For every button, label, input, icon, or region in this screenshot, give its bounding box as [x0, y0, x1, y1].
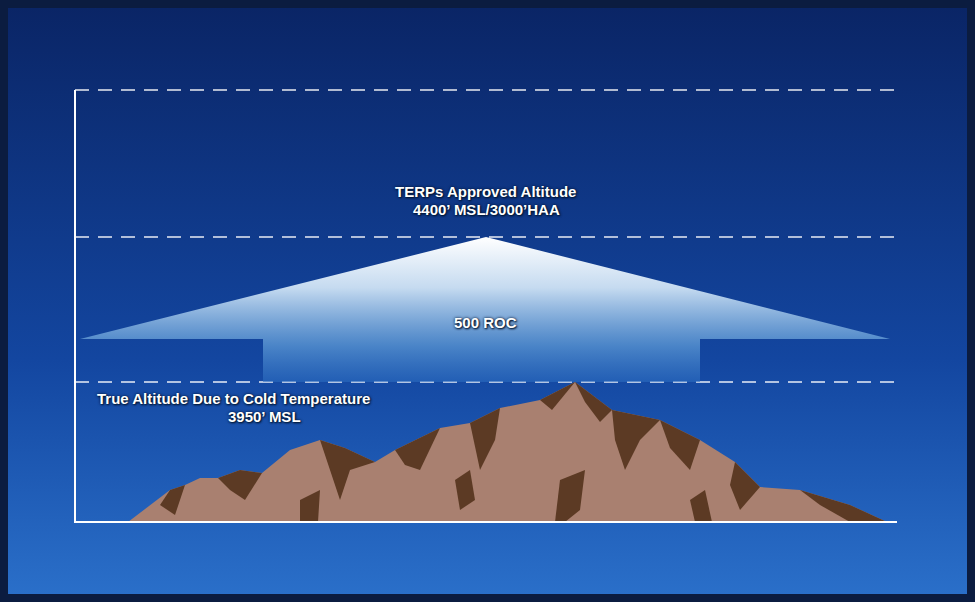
altitude-value: 4400’ MSL/3000’HAA: [413, 201, 560, 219]
altitude-label: True Altitude Due to Cold Temperature: [97, 390, 370, 408]
clearance-label: 500 ROC: [454, 314, 517, 332]
roc-arrow-shape: [80, 237, 890, 382]
roc-arrow-band: 500 ROC: [80, 237, 890, 382]
altitude-value: 3950’ MSL: [228, 408, 301, 426]
altitude-label: TERPs Approved Altitude: [395, 183, 576, 201]
